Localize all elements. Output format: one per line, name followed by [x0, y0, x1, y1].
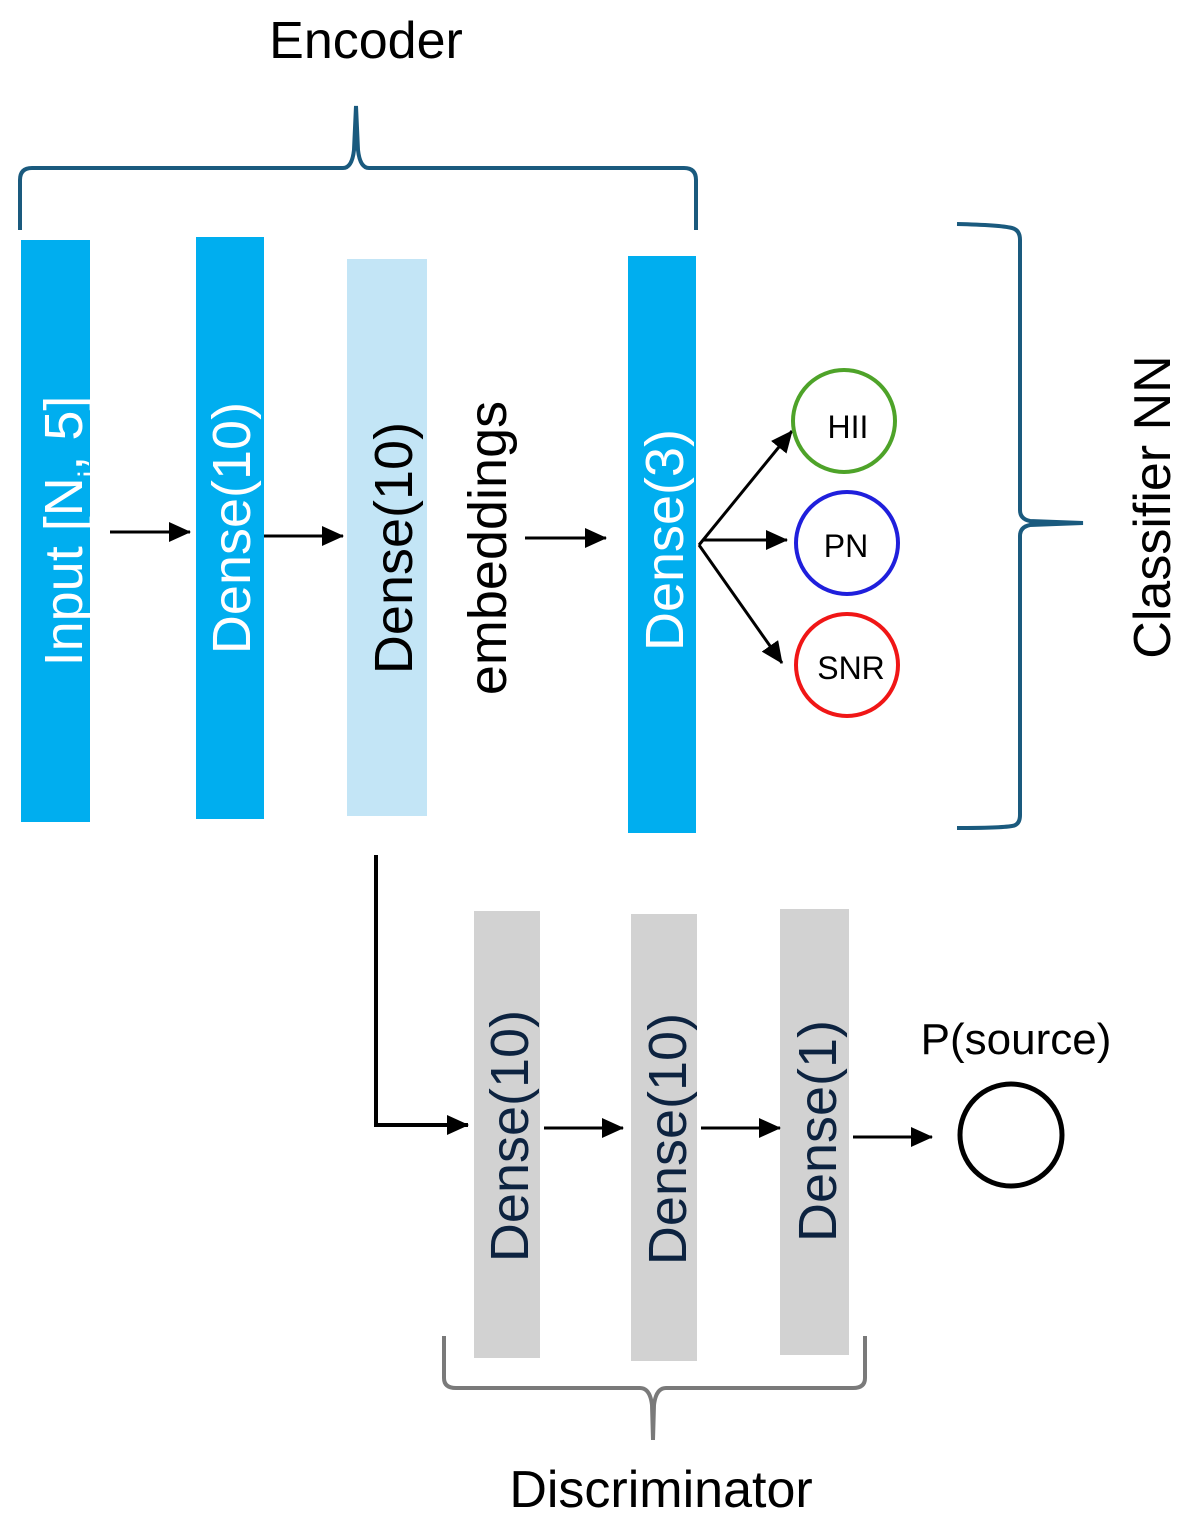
disc-dense-3-label: Dense(1) [788, 1020, 848, 1242]
encoder-dense-2-label: Dense(10) [364, 422, 424, 674]
p-source-node [957, 1081, 1065, 1189]
classifier-dense-3-label: Dense(3) [635, 429, 695, 651]
output-node-pn [794, 490, 900, 596]
encoder-dense-2 [347, 259, 427, 816]
output-node-hii [791, 368, 897, 474]
encoder-dense-1-label: Dense(10) [202, 402, 262, 654]
classifier-title: Classifier NN [1124, 355, 1182, 658]
classifier-bracket [956, 222, 1084, 830]
disc-dense-1 [474, 911, 540, 1358]
arrow-embeddings-to-discriminator [374, 855, 469, 1135]
encoder-bracket [18, 105, 698, 230]
output-node-pn-label: PN [824, 528, 868, 564]
encoder-title: Encoder [269, 12, 463, 70]
output-node-snr [794, 612, 900, 718]
encoder-dense-1 [196, 237, 264, 819]
discriminator-title: Discriminator [509, 1461, 812, 1519]
embeddings-label: embeddings [458, 401, 518, 695]
discriminator-bracket [442, 1336, 867, 1441]
input-layer-label: Input [Ni, 5] [34, 396, 106, 667]
disc-dense-2-label: Dense(10) [638, 1013, 698, 1265]
output-node-snr-label: SNR [817, 650, 885, 686]
p-source-label: P(source) [921, 1015, 1112, 1064]
classifier-dense-3 [628, 256, 696, 833]
disc-dense-2 [631, 914, 697, 1361]
disc-dense-3 [780, 909, 849, 1355]
arrow-to-hii [697, 430, 794, 546]
arrow-to-snr [697, 544, 784, 664]
disc-dense-1-label: Dense(10) [480, 1010, 540, 1262]
output-node-hii-label: HII [828, 409, 869, 445]
input-layer [21, 240, 90, 822]
